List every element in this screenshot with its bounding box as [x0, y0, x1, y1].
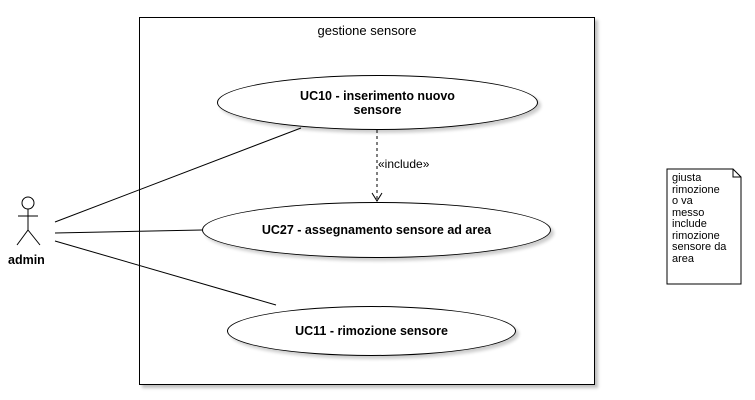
- include-arrow-head: [371, 192, 383, 202]
- use-case-uc10[interactable]: UC10 - inserimento nuovo sensore: [217, 75, 538, 130]
- use-case-uc11[interactable]: UC11 - rimozione sensore: [227, 306, 516, 356]
- use-case-uc11-label: UC11 - rimozione sensore: [295, 324, 448, 338]
- association-uc10: [54, 127, 302, 223]
- use-case-uc10-label: UC10 - inserimento nuovo sensore: [300, 88, 455, 117]
- actor-label: admin: [8, 253, 45, 267]
- include-label: «include»: [378, 157, 430, 171]
- note-text: giusta rimozione o va messo include rimo…: [672, 172, 727, 265]
- use-case-uc27-label: UC27 - assegnamento sensore ad area: [261, 223, 492, 237]
- note-shape: [666, 168, 742, 285]
- association-uc27: [54, 229, 203, 234]
- actor-icon: [16, 196, 41, 246]
- association-uc11: [54, 240, 277, 306]
- use-case-uc27[interactable]: UC27 - assegnamento sensore ad area: [202, 202, 551, 258]
- system-title: gestione sensore: [317, 23, 417, 38]
